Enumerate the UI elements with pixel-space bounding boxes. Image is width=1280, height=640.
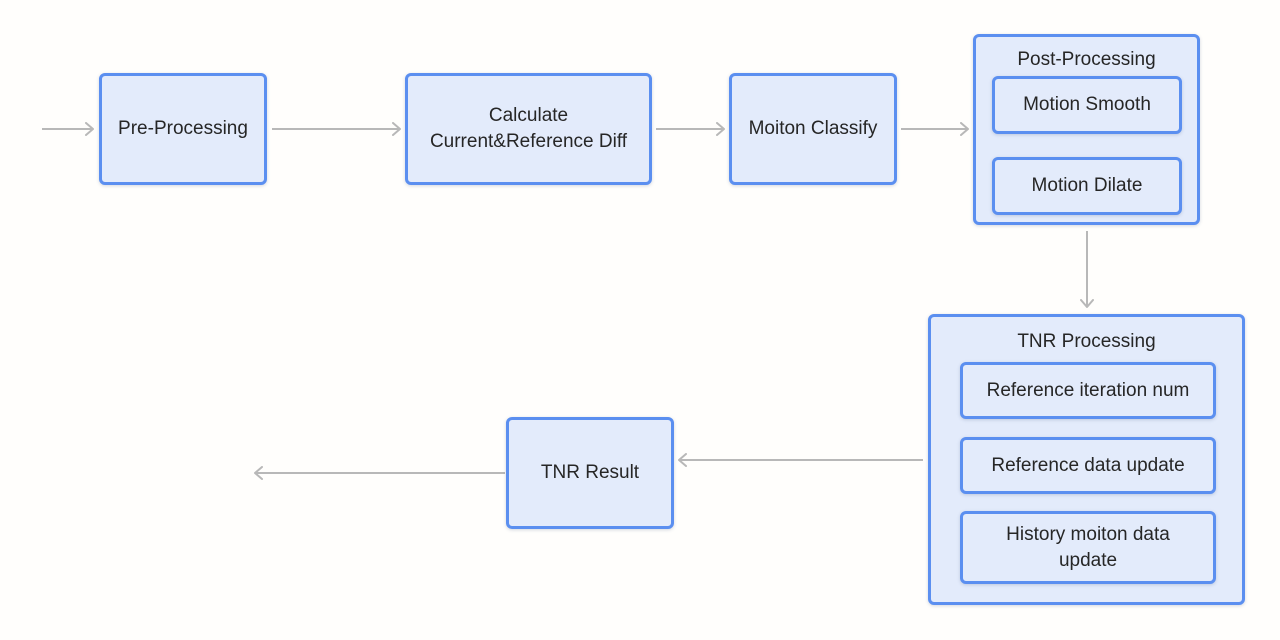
- pre-processing-node: Pre-Processing: [99, 73, 267, 185]
- tnr-processing-title: TNR Processing: [1017, 331, 1156, 352]
- calc-diff-label-line-1: Calculate: [488, 105, 569, 127]
- reference-data-update-node: Reference data update: [960, 437, 1216, 494]
- motion-dilate-label: Motion Dilate: [1031, 175, 1143, 197]
- reference-data-update-label: Reference data update: [991, 454, 1185, 476]
- pre-processing-label: Pre-Processing: [118, 118, 248, 140]
- reference-iteration-num-label: Reference iteration num: [986, 379, 1190, 401]
- motion-smooth-label: Motion Smooth: [1023, 94, 1151, 116]
- history-motion-label-line-1: History moiton data: [1006, 523, 1170, 545]
- tnr-result-node: TNR Result: [506, 417, 674, 529]
- history-motion-data-update-node: History moiton data update: [960, 511, 1216, 584]
- motion-dilate-node: Motion Dilate: [992, 157, 1182, 215]
- motion-classify-label: Moiton Classify: [748, 118, 878, 140]
- motion-classify-node: Moiton Classify: [729, 73, 897, 185]
- tnr-result-label: TNR Result: [540, 462, 640, 484]
- calc-diff-label-line-2: Current&Reference Diff: [429, 131, 628, 152]
- reference-iteration-num-node: Reference iteration num: [960, 362, 1216, 419]
- tnr-processing-group: TNR Processing Reference iteration num R…: [928, 314, 1245, 605]
- history-motion-data-update-label: History moiton data update: [1006, 522, 1170, 573]
- calc-diff-node: Calculate Current&Reference Diff: [405, 73, 652, 185]
- history-motion-label-line-2: update: [1058, 549, 1118, 571]
- motion-smooth-node: Motion Smooth: [992, 76, 1182, 134]
- post-processing-title: Post-Processing: [1017, 49, 1156, 70]
- calc-diff-label: Calculate Current&Reference Diff: [430, 103, 627, 154]
- post-processing-group: Post-Processing Motion Smooth Motion Dil…: [973, 34, 1200, 225]
